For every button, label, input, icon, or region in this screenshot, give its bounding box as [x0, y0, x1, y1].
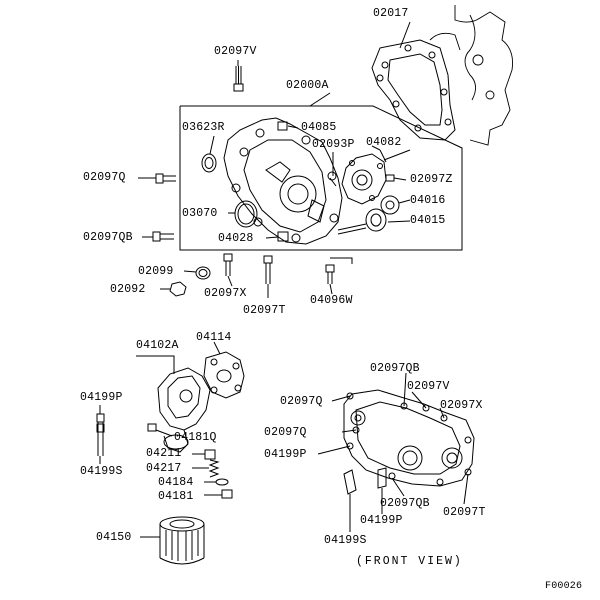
label-03070: 03070 [182, 207, 218, 220]
oring-03070 [228, 200, 258, 228]
pin-02093P [329, 152, 337, 187]
oring-02092 [160, 281, 187, 297]
label-04085: 04085 [301, 121, 337, 134]
bolt-02097QB-top [142, 231, 174, 242]
front-view-caption: (FRONT VIEW) [356, 555, 463, 568]
label-04199S-fv: 04199S [324, 534, 367, 547]
label-04184: 04184 [158, 476, 194, 489]
bolt-04199S-left [96, 423, 105, 464]
label-04096W: 04096W [310, 294, 353, 307]
label-04016: 04016 [410, 194, 446, 207]
label-02092: 02092 [110, 283, 146, 296]
label-02097V-fv: 02097V [407, 380, 450, 393]
engine-block-outline [429, 5, 513, 146]
gasket-04184 [204, 478, 229, 486]
figure-code: F00026 [545, 581, 583, 592]
bolt-02097T-top [263, 255, 273, 298]
label-02017: 02017 [373, 7, 409, 20]
label-02097Q-fv1: 02097Q [280, 395, 323, 408]
label-02097X-top: 02097X [204, 287, 247, 300]
label-04199P-fv1: 04199P [264, 448, 307, 461]
label-02000A: 02000A [286, 79, 329, 92]
label-04217: 04217 [146, 462, 182, 475]
label-02097Q-top: 02097Q [83, 171, 126, 184]
plug-04028 [265, 231, 289, 242]
gear-04015 [337, 208, 411, 235]
top-leaders [383, 149, 411, 161]
bolt-02097Z [385, 174, 407, 182]
bolt-04096W [325, 257, 353, 295]
filter-bracket-04102A [136, 355, 211, 453]
front-view-case [343, 389, 475, 495]
gasket-04114 [203, 341, 245, 399]
front-case-top [223, 117, 343, 245]
label-03623R: 03623R [182, 121, 225, 134]
label-02097T-top: 02097T [243, 304, 286, 317]
gear-04016 [380, 195, 411, 215]
label-02097X-fv: 02097X [440, 399, 483, 412]
plug-04181Q [147, 423, 173, 437]
label-04028: 04028 [218, 232, 254, 245]
label-04199S-left: 04199S [80, 465, 123, 478]
label-02097V-top: 02097V [214, 45, 257, 58]
bolt-02097X-top [223, 253, 233, 287]
label-02099: 02099 [138, 265, 174, 278]
label-02097QB-fv1: 02097QB [370, 362, 420, 375]
label-02093P: 02093P [312, 138, 355, 151]
assembly-frame [179, 92, 463, 251]
plug-04085 [277, 121, 299, 131]
bolt-04199P-left [96, 405, 105, 438]
oil-seal-03623R [201, 135, 217, 173]
label-02097T-fv: 02097T [443, 506, 486, 519]
label-02097Q-fv2: 02097Q [264, 426, 307, 439]
front-view-leaders [317, 372, 469, 532]
label-04102A: 04102A [136, 339, 179, 352]
label-04181Q: 04181Q [174, 431, 217, 444]
label-02097QB-top: 02097QB [83, 231, 133, 244]
label-04199P-fv2: 04199P [360, 514, 403, 527]
label-02097QB-fv2: 02097QB [380, 497, 430, 510]
bolt-02097Q-top [138, 173, 176, 184]
label-04199P-left: 04199P [80, 391, 123, 404]
label-02097Z: 02097Z [410, 173, 453, 186]
bolt-02097V-top [233, 60, 244, 92]
plug-04181 [204, 489, 233, 499]
label-04015: 04015 [410, 214, 446, 227]
plunger-04211 [192, 449, 216, 460]
label-04211: 04211 [146, 447, 182, 460]
label-04114: 04114 [196, 331, 232, 344]
label-04082: 04082 [366, 136, 402, 149]
gasket-02017 [371, 21, 456, 141]
label-04150: 04150 [96, 531, 132, 544]
label-04181: 04181 [158, 490, 194, 503]
spring-04217 [192, 459, 220, 478]
pump-cover [341, 153, 387, 205]
seal-02099 [183, 266, 211, 280]
oil-filter-04150 [140, 516, 205, 565]
